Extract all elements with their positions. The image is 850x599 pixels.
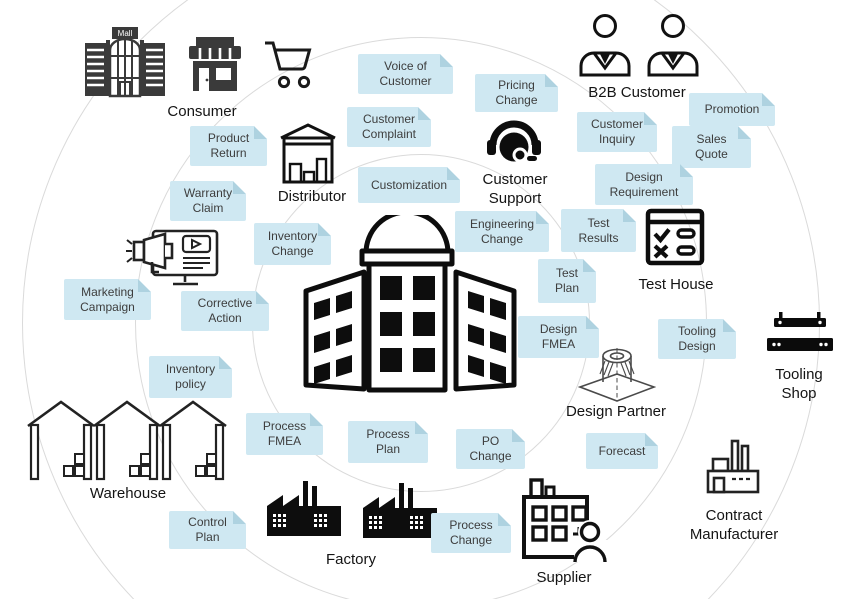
entity-label-test-house: Test House xyxy=(638,276,714,293)
supplier-building-person-icon xyxy=(520,478,608,562)
shopping-cart-icon xyxy=(263,37,313,91)
tag-design-requirement: Design Requirement xyxy=(595,164,693,205)
tag-pricing-change: Pricing Change xyxy=(475,74,558,112)
tag-customer-complaint: Customer Complaint xyxy=(347,107,431,147)
headset-icon xyxy=(486,118,542,168)
distributor-stall-icon xyxy=(278,122,338,184)
tag-marketing-campaign: Marketing Campaign xyxy=(64,279,151,320)
tag-voice-of-customer: Voice of Customer xyxy=(358,54,453,94)
tag-sales-quote: Sales Quote xyxy=(672,126,751,168)
tag-corrective-action: Corrective Action xyxy=(181,291,269,331)
tag-design-fmea: Design FMEA xyxy=(518,316,599,358)
entity-label-distributor: Distributor xyxy=(277,188,347,205)
tag-forecast: Forecast xyxy=(586,433,658,469)
tag-engineering-change: Engineering Change xyxy=(455,211,549,252)
entity-label-customer-support: Customer Support xyxy=(482,171,548,207)
tag-test-results: Test Results xyxy=(561,209,636,252)
tag-promotion: Promotion xyxy=(689,93,775,126)
entity-label-factory: Factory xyxy=(325,551,377,568)
design-partner-cad-icon xyxy=(578,344,656,402)
tag-customer-inquiry: Customer Inquiry xyxy=(577,112,657,152)
central-company-building-icon xyxy=(303,215,517,395)
tag-control-plan: Control Plan xyxy=(169,511,246,549)
tag-process-change: Process Change xyxy=(431,513,511,553)
test-house-checklist-icon xyxy=(645,208,705,266)
b2b-person-icon xyxy=(578,13,702,77)
entity-label-warehouse: Warehouse xyxy=(89,485,167,502)
svg-text:Mall: Mall xyxy=(118,29,133,38)
tag-product-return: Product Return xyxy=(190,126,267,166)
entity-label-tooling-shop: Tooling Shop xyxy=(775,366,823,402)
tag-customization: Customization xyxy=(358,167,460,203)
contract-manufacturer-factory-icon xyxy=(706,438,762,496)
tag-po-change: PO Change xyxy=(456,429,525,469)
tooling-bars-icon xyxy=(766,310,834,354)
tag-tooling-design: Tooling Design xyxy=(658,319,736,359)
entity-label-supplier: Supplier xyxy=(536,569,592,586)
tag-inventory-policy: Inventory policy xyxy=(149,356,232,398)
mall-icon: Mall xyxy=(83,26,167,98)
factory-icon xyxy=(266,478,438,540)
entity-label-b2b-customer: B2B Customer xyxy=(588,84,686,101)
tag-inventory-change: Inventory Change xyxy=(254,223,331,265)
tag-process-plan: Process Plan xyxy=(348,421,428,463)
tag-test-plan: Test Plan xyxy=(538,259,596,303)
warehouse-shed-icon xyxy=(27,399,229,481)
tag-process-fmea: Process FMEA xyxy=(246,413,323,455)
entity-label-design-partner: Design Partner xyxy=(565,403,667,420)
entity-label-contract-manufacturer: Contract Manufacturer xyxy=(689,507,779,543)
tag-warranty-claim: Warranty Claim xyxy=(170,181,246,221)
entity-label-consumer: Consumer xyxy=(167,103,237,120)
store-icon xyxy=(189,37,241,91)
marketing-megaphone-monitor-icon xyxy=(125,228,220,288)
